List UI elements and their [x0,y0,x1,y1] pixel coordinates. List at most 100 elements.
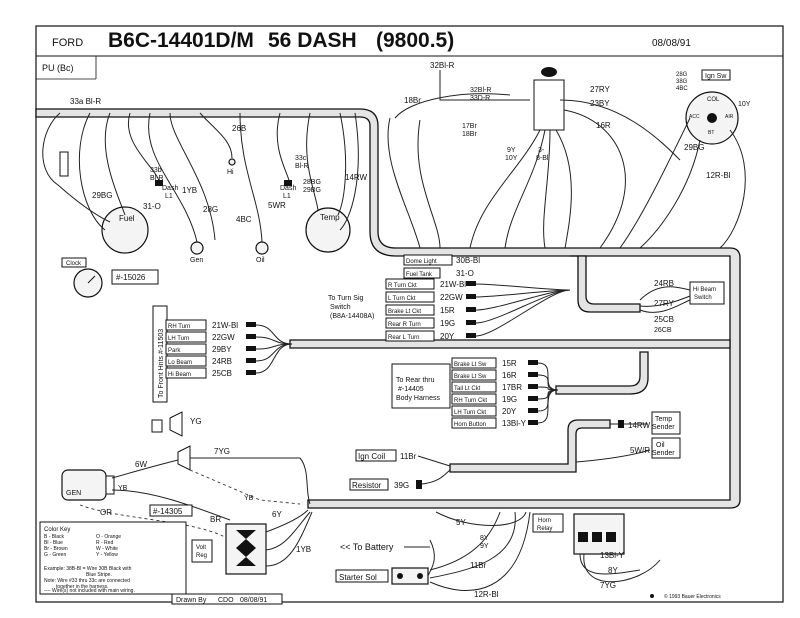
color-key-title: Color Key [44,527,70,533]
front-row-connector-icon [246,322,256,327]
wire-28g [169,112,216,241]
color-key-entry: G - Green [44,552,66,558]
wire-8y [429,511,501,571]
fuel-tank-label: Fuel Tank [406,272,433,278]
front-harness-branch [289,339,731,349]
col-label: COL [707,97,720,103]
front-row-label: LH Turn [168,336,189,342]
wire-reg-1 [265,509,309,533]
oil-sender-box [651,437,681,459]
wire-7yg [190,457,311,505]
color-key-entry: O - Orange [96,534,121,540]
wire-sw-3 [543,129,551,249]
wire-reg-3 [265,511,313,567]
br-reg-label: BR [210,515,221,524]
front-row-connector-icon [246,346,256,351]
wire-dashed-harness [189,469,301,505]
w14rw-sender-label: 14RW [628,421,651,430]
w10y-label: 10Y [738,101,751,108]
dash-light-socket-b-icon [284,180,292,186]
w7yg-label: 7YG [214,447,230,456]
color-key-legend: ---- Wire(s) not included with main wiri… [44,588,135,594]
turn-row-label: Rear R Turn [388,322,421,328]
wire-fuel-1 [78,112,106,231]
drawn-by-value: CDO [218,597,234,604]
w18br-label: 18Br [404,96,421,105]
header-date: 08/08/91 [652,38,691,49]
temp-sender-box [651,411,681,435]
wire-temp-1 [306,112,319,211]
dome-light-box [403,254,453,266]
turn-row-connector-icon [466,333,476,338]
turn-row-label-box [385,317,435,329]
dash-light-socket-icon [155,180,163,186]
ign-coil-box [355,449,397,462]
w5wr-sender-label: 5W/R [630,446,650,455]
wire-sol-1 [427,539,435,577]
front-row-wire-line [255,343,293,374]
wire-5y [435,511,527,526]
w5wr-label: 5WR [268,201,286,210]
wire-8y-relay [579,553,641,575]
horn-relay-label-box [532,513,564,533]
wire-6w [111,459,179,479]
wire-sw-1 [469,129,541,249]
horn-icon [169,411,183,437]
hibeam-w25cb: 25CB [654,315,674,324]
rear-row-wire: 13Bl-Y [502,419,527,428]
w27ry-label: 27RY [590,85,611,94]
wire-fuel-2 [104,112,126,216]
turn-row-wire: 20Y [440,332,455,341]
rear-row-wire: 15R [502,359,517,368]
front-row-connector-icon [246,358,256,363]
rear-row-label: RH Turn Ckt [454,398,487,404]
front-row-wire: 25CB [212,369,232,378]
wire-gen [148,112,198,243]
wire-hibeam-3 [639,299,691,313]
color-key-entry: Bl - Blue [44,540,63,546]
w28g-label: 28G [203,205,218,214]
starter-sol-box [335,569,389,583]
hi-beam-switch-box [689,281,725,305]
hibeam-w26cb: 26CB [654,327,672,334]
resistor-box [349,478,389,491]
wire-14rw [337,112,347,216]
w8y2-label: 8Y [608,566,618,575]
turn-row-connector-icon [466,307,476,312]
rear-row-connector-icon [528,372,538,377]
sender-harness-branch [449,419,611,473]
front-row-wire: 21W-Bl [212,321,238,330]
front-row-connector-icon [246,334,256,339]
to-battery-label: << To Battery [340,542,394,552]
wire-reg-2 [265,511,311,551]
rear-row-wire-line [537,386,559,391]
clock-label-box [61,257,87,268]
main-harness-trunk [35,108,741,509]
rear-harness-title-box [391,363,451,409]
oil-lamp-icon [255,241,269,255]
copyright-text: © 1993 Bauer Electronics [664,593,721,600]
headlight-switch-icon [533,79,565,131]
wire-temp-2 [339,112,359,231]
hi-beam-lamp-label: Hi [227,169,234,176]
w39g-label: 39G [394,481,409,490]
front-row-label-box [165,319,207,331]
wire-18br-top [394,93,511,119]
sheet-border [35,25,784,603]
w12r-label: 12R-Bl [706,171,731,180]
horn-2-icon [177,445,191,471]
fuel-gauge-label: Fuel [119,214,135,223]
wire-ign-3 [719,129,746,249]
vehicle-label: PU (Bc) [42,63,74,73]
